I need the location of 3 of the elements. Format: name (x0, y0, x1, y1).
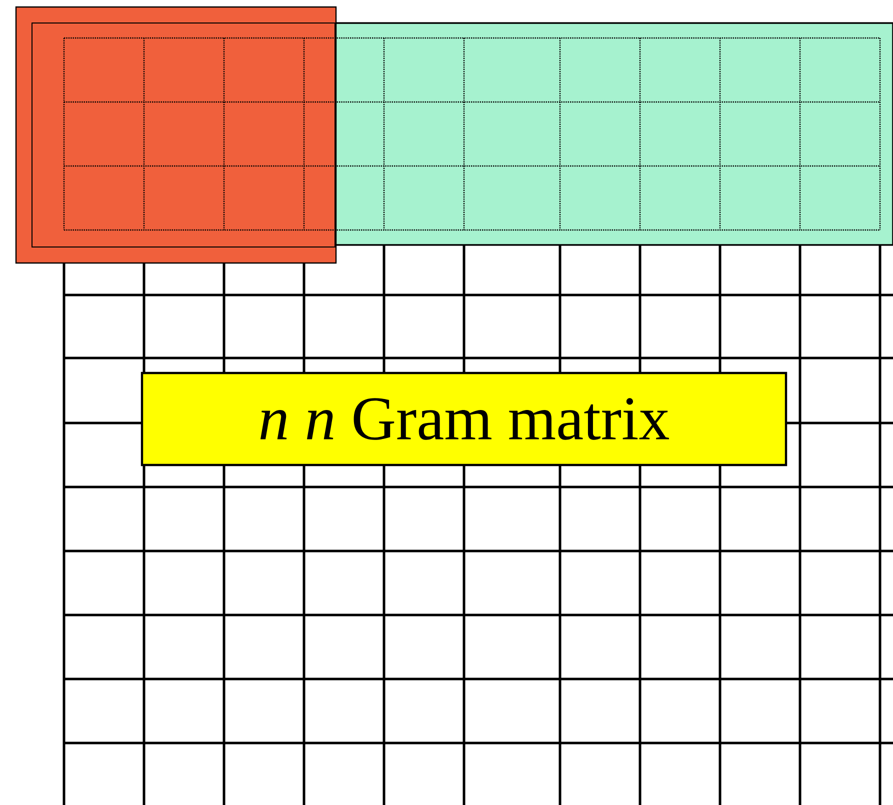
label-box: n n Gram matrix (140, 372, 788, 466)
shaded-box (334, 22, 893, 246)
shaded-box (15, 6, 337, 264)
